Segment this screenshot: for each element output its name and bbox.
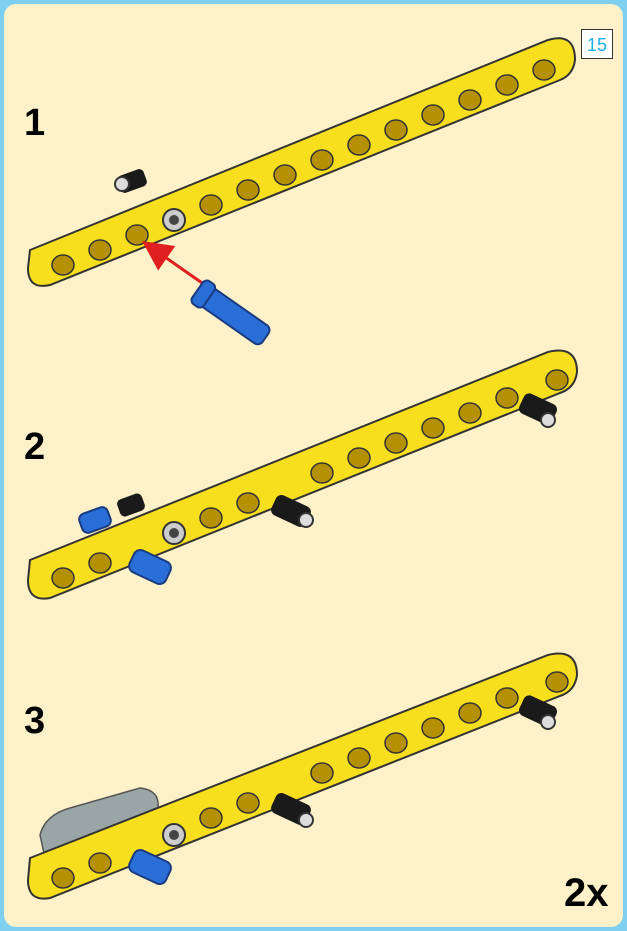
black-pin-icon <box>114 169 147 193</box>
step-number-3: 3 <box>24 700 46 742</box>
step-number-1: 1 <box>24 102 46 144</box>
quantity-label: 2x <box>564 871 609 915</box>
step-number-2: 2 <box>24 426 46 468</box>
black-pin-icon <box>117 493 145 517</box>
black-pin-icon <box>519 695 557 730</box>
step-2-assembly <box>26 349 579 600</box>
yellow-beam-icon <box>26 37 577 287</box>
step-1-assembly <box>26 37 577 346</box>
step-3-assembly <box>26 652 579 900</box>
yellow-beam-icon <box>26 349 579 600</box>
page-number-badge: 15 <box>581 29 613 59</box>
black-pin-icon <box>519 393 557 428</box>
blue-pin-icon <box>128 848 172 886</box>
gray-pin-icon <box>162 208 186 232</box>
black-pin-icon <box>271 494 314 528</box>
yellow-beam-icon <box>26 652 579 900</box>
blue-pin-icon <box>78 506 112 534</box>
red-arrow-icon <box>142 241 206 287</box>
blue-pin-icon <box>190 279 271 346</box>
blue-pin-icon <box>128 548 172 586</box>
black-pin-icon <box>271 792 314 828</box>
